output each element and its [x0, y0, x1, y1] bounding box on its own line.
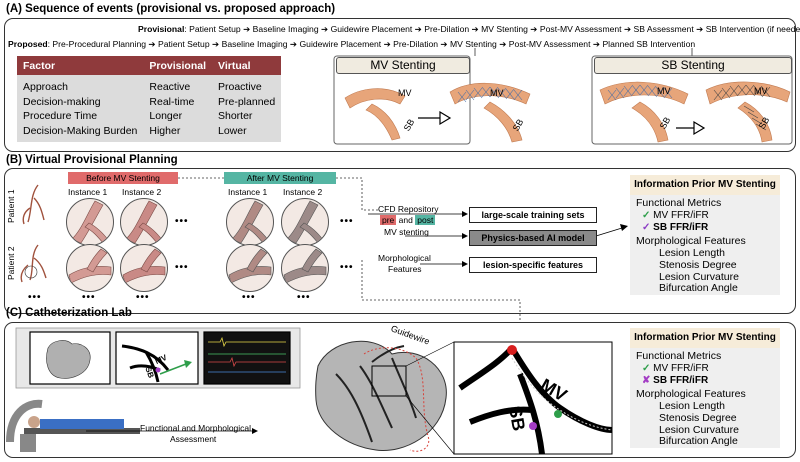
instance-1-label: Instance 1 — [228, 187, 268, 197]
table-header: Virtual — [212, 56, 282, 75]
mv-ffr-item: ✓ MV FFR/iFR — [642, 210, 709, 221]
features-label: Features — [388, 264, 422, 274]
proposed-sequence: Proposed: Pre-Procedural Planning ➔ Pati… — [8, 39, 696, 49]
table-cell: Lower — [212, 123, 282, 142]
table-cell: Reactive — [143, 75, 212, 95]
panel-c-graphics — [6, 327, 613, 455]
bifurcation-angle: Bifurcation Angle — [659, 282, 738, 294]
assessment-line-2: Assessment — [170, 434, 217, 444]
mv-ffr-item: ✓ MV FFR/iFR — [642, 363, 709, 374]
ellipsis: ••• — [297, 292, 311, 303]
morphological-label: Morphological — [378, 253, 431, 263]
ellipsis: ••• — [242, 292, 256, 303]
stenosis-degree: Stenosis Degree — [659, 259, 737, 271]
panel-c-title: (C) Catheterization Lab — [6, 307, 132, 319]
morph-features: Morphological Features — [636, 235, 746, 247]
bifurcation-angle: Bifurcation Angle — [659, 435, 738, 447]
table-header: Provisional — [143, 56, 212, 75]
vessel-circle — [66, 244, 114, 292]
lesion-curvature: Lesion Curvature — [659, 424, 739, 436]
assessment-line-1: Functional and Morphological — [140, 423, 252, 433]
panel-a-vessel-illustrations — [333, 48, 793, 145]
sb-stenting-title: SB Stenting — [594, 57, 792, 74]
sb-stenting-box — [591, 55, 793, 145]
pre-post-label: pre and post — [380, 215, 436, 225]
sb-ffr-item: ✘ SB FFR/iFR — [642, 375, 709, 386]
mv-stenting-label: MV stenting — [384, 227, 429, 237]
lesion-curvature: Lesion Curvature — [659, 271, 739, 283]
panel-b-title: (B) Virtual Provisional Planning — [6, 154, 178, 166]
sb-ffr-item: ✓ SB FFR/iFR — [642, 222, 709, 233]
ellipsis: ••• — [28, 292, 42, 303]
panel-b-graphics — [20, 177, 628, 320]
ellipsis: ••• — [175, 216, 189, 227]
table-cell: Decision-Making Burden — [17, 123, 144, 142]
table-cell: Higher — [143, 123, 212, 142]
lesion-length: Lesion Length — [659, 400, 725, 412]
info-box-b: Information Prior MV Stenting Functional… — [630, 175, 780, 295]
after-stenting-label: After MV Stenting — [224, 172, 336, 184]
functional-metrics: Functional Metrics — [636, 350, 722, 362]
panel-a-title: (A) Sequence of events (provisional vs. … — [6, 3, 336, 15]
lesion-features-box: lesion-specific features — [469, 257, 597, 273]
cross-icon: ✘ — [642, 375, 651, 386]
table-cell: Pre-planned — [212, 94, 282, 109]
morph-features: Morphological Features — [636, 388, 746, 400]
mv-label: MV — [490, 88, 504, 98]
ellipsis: ••• — [340, 262, 354, 273]
sb-zoom-label: SB — [504, 404, 530, 433]
vessel-circle — [120, 244, 168, 292]
table-cell: Real-time — [143, 94, 212, 109]
cfd-repository-label: CFD Repository — [378, 204, 439, 214]
table-header: Factor — [17, 56, 144, 75]
before-stenting-label: Before MV Stenting — [68, 172, 178, 184]
info-box-title: Information Prior MV Stenting — [630, 175, 780, 195]
check-icon: ✓ — [642, 222, 651, 233]
provisional-sequence: Provisional: Patient Setup ➔ Baseline Im… — [138, 24, 800, 34]
vessel-circle — [120, 198, 168, 246]
table-cell: Shorter — [212, 109, 282, 124]
instance-1-label: Instance 1 — [68, 187, 108, 197]
vessel-circle — [226, 244, 274, 292]
mv-label: MV — [657, 86, 671, 96]
check-icon: ✓ — [642, 363, 651, 374]
table-cell: Proactive — [212, 75, 282, 95]
mv-label: MV — [398, 88, 412, 98]
vessel-circle — [281, 244, 329, 292]
check-icon: ✓ — [642, 210, 651, 221]
ellipsis: ••• — [136, 292, 150, 303]
table-cell: Decision-making — [17, 94, 144, 109]
stenosis-degree: Stenosis Degree — [659, 412, 737, 424]
lesion-length: Lesion Length — [659, 247, 725, 259]
info-box-title: Information Prior MV Stenting — [630, 328, 780, 348]
table-cell: Approach — [17, 75, 144, 95]
info-box-c: Information Prior MV Stenting Functional… — [630, 328, 780, 448]
vessel-circle — [281, 198, 329, 246]
ai-model-box: Physics-based AI model — [469, 230, 597, 246]
table-cell: Longer — [143, 109, 212, 124]
functional-metrics: Functional Metrics — [636, 197, 722, 209]
mv-stenting-title: MV Stenting — [336, 57, 470, 74]
ellipsis: ••• — [340, 216, 354, 227]
table-cell: Procedure Time — [17, 109, 144, 124]
ellipsis: ••• — [82, 292, 96, 303]
instance-2-label: Instance 2 — [283, 187, 323, 197]
mv-label: MV — [754, 86, 768, 96]
vessel-circle — [226, 198, 274, 246]
mv-stenting-box — [333, 55, 471, 145]
ellipsis: ••• — [175, 262, 189, 273]
instance-2-label: Instance 2 — [122, 187, 162, 197]
training-sets-box: large-scale training sets — [469, 207, 597, 223]
vessel-circle — [66, 198, 114, 246]
